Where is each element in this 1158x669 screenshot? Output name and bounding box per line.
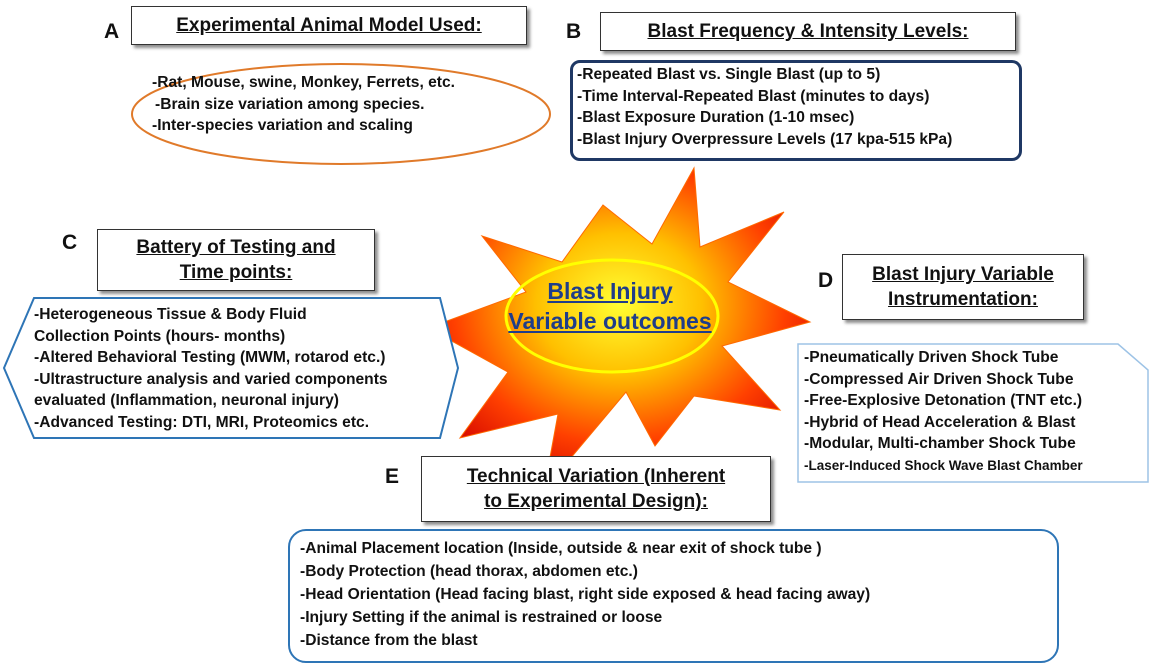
section-d-item: -Laser-Induced Shock Wave Blast Chamber (804, 457, 1083, 473)
section-a-letter: A (104, 20, 120, 43)
section-e-item: -Distance from the blast (300, 632, 478, 649)
section-e-item: -Animal Placement location (Inside, outs… (300, 540, 822, 557)
section-b-item: -Blast Injury Overpressure Levels (17 kp… (577, 130, 953, 148)
section-e-item: -Head Orientation (Head facing blast, ri… (300, 586, 871, 603)
section-b-item: -Time Interval-Repeated Blast (minutes t… (577, 87, 930, 105)
section-d-title-line-1: Blast Injury Variable (872, 264, 1054, 285)
section-d-list: -Pneumatically Driven Shock Tube -Compre… (804, 347, 1083, 476)
section-a-item: -Inter-species variation and scaling (152, 117, 413, 134)
section-c-item: -Advanced Testing: DTI, MRI, Proteomics … (34, 413, 370, 431)
section-d-item: -Pneumatically Driven Shock Tube (804, 349, 1059, 366)
section-d-item: -Free-Explosive Detonation (TNT etc.) (804, 392, 1083, 409)
starburst-shape (426, 166, 812, 492)
center-line-2: Variable outcomes (508, 308, 712, 334)
section-c-item: -Altered Behavioral Testing (MWM, rotaro… (34, 349, 386, 366)
section-a-list: -Rat, Mouse, swine, Monkey, Ferrets, etc… (152, 72, 455, 137)
section-e-title-line-2: to Experimental Design): (484, 491, 708, 512)
section-c-letter: C (62, 231, 78, 254)
section-b-title: Blast Frequency & Intensity Levels: (647, 21, 969, 42)
section-e-title-line-1: Technical Variation (Inherent (466, 466, 726, 487)
section-c-hexagon (2, 297, 460, 439)
section-c-item: Collection Points (hours- months) (34, 327, 286, 345)
section-b-title-box: Blast Frequency & Intensity Levels: (600, 12, 1016, 51)
section-c-title-line-2: Time points: (179, 262, 293, 283)
section-d-title-box: Blast Injury Variable Instrumentation: (842, 254, 1084, 320)
section-e-item: -Injury Setting if the animal is restrai… (300, 609, 663, 626)
section-d-letter: D (818, 269, 834, 292)
section-b-letter: B (566, 20, 582, 43)
section-b-list: -Repeated Blast vs. Single Blast (up to … (577, 64, 952, 150)
section-c-title-box: Battery of Testing and Time points: (97, 229, 375, 291)
section-b-item: -Blast Exposure Duration (1-10 msec) (577, 109, 855, 126)
section-c-title-line-1: Battery of Testing and (136, 237, 336, 258)
center-ellipse (504, 258, 720, 374)
section-d-item: -Modular, Multi-chamber Shock Tube (804, 435, 1076, 452)
section-a-ellipse (131, 63, 551, 165)
section-a-title: Experimental Animal Model Used: (176, 15, 482, 36)
section-e-title-box: Technical Variation (Inherent to Experim… (421, 456, 771, 522)
section-c-item: evaluated (Inflammation, neuronal injury… (34, 392, 339, 409)
section-a-item: -Brain size variation among species. (155, 95, 425, 113)
section-c-item: -Ultrastructure analysis and varied comp… (34, 370, 388, 388)
section-e-list: -Animal Placement location (Inside, outs… (300, 537, 870, 652)
section-e-letter: E (385, 465, 400, 488)
section-e-item: -Body Protection (head thorax, abdomen e… (300, 563, 638, 580)
section-a-item: -Rat, Mouse, swine, Monkey, Ferrets, etc… (152, 74, 456, 91)
section-d-item: -Hybrid of Head Acceleration & Blast (804, 413, 1076, 431)
section-b-item: -Repeated Blast vs. Single Blast (up to … (577, 66, 881, 83)
section-d-title-line-2: Instrumentation: (888, 289, 1038, 310)
section-a-title-box: Experimental Animal Model Used: (131, 6, 527, 45)
center-line-1: Blast Injury (547, 278, 673, 304)
section-c-list: -Heterogeneous Tissue & Body Fluid Colle… (34, 304, 388, 433)
section-b-box (570, 60, 1022, 161)
section-d-item: -Compressed Air Driven Shock Tube (804, 370, 1074, 388)
section-e-box (288, 529, 1059, 663)
section-d-box (797, 343, 1149, 483)
section-c-item: -Heterogeneous Tissue & Body Fluid (34, 306, 307, 323)
center-label: Blast Injury Variable outcomes (480, 276, 740, 336)
